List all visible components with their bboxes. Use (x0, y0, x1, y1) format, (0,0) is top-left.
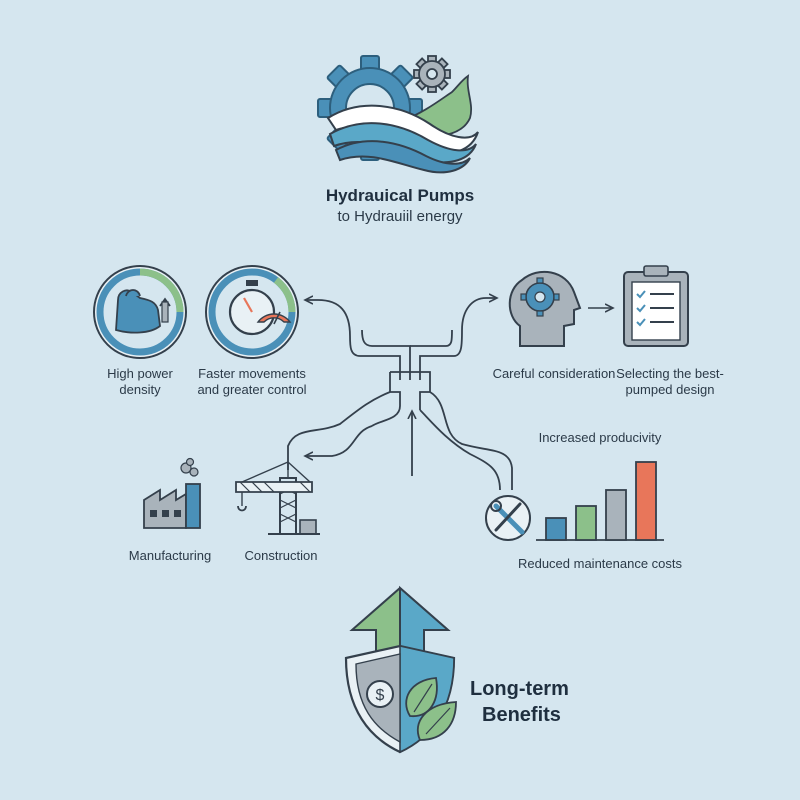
design-label-line1: Selecting the best- (616, 366, 724, 381)
shield-growth-icon: $ (344, 585, 457, 754)
productivity-bar-chart-icon (536, 461, 664, 541)
productivity-label: Increased producivity (538, 430, 662, 445)
long-term-line1: Long-term (470, 678, 569, 700)
power-density-label: High power density (80, 366, 200, 398)
flow-connectors (287, 298, 513, 491)
diagram-subtitle: to Hydrauiil energy (337, 208, 463, 225)
wrench-screwdriver-icon (485, 495, 531, 541)
long-term-line2: Benefits (482, 704, 561, 726)
maintenance-label: Reduced maintenance costs (517, 556, 683, 571)
factory-icon (143, 457, 201, 529)
arm-strength-icon (93, 265, 187, 359)
design-selection-label: Selecting the best- pumped design (610, 366, 730, 398)
speed-control-label: Faster movements and greater control (182, 366, 322, 398)
manufacturing-label: Manufacturing (128, 548, 212, 563)
speed-label-line1: Faster movements (198, 366, 306, 381)
long-term-benefits-label: Long-term Benefits (470, 676, 610, 728)
head-gear-thinking-icon (508, 271, 582, 347)
construction-crane-icon (235, 461, 320, 535)
diagram-title: Hydrauical Pumps (325, 186, 475, 205)
clipboard-checklist-icon (623, 265, 689, 347)
consideration-label: Careful consideration (492, 366, 616, 381)
svg-text:$: $ (376, 687, 385, 704)
construction-label: Construction (244, 548, 318, 563)
design-label-line2: pumped design (625, 382, 715, 397)
power-label-line1: High power (107, 366, 173, 381)
speed-label-line2: and greater control (197, 382, 307, 397)
power-label-line2: density (119, 382, 161, 397)
stopwatch-speed-icon (205, 265, 299, 359)
hydraulic-pump-logo-icon (317, 55, 479, 174)
